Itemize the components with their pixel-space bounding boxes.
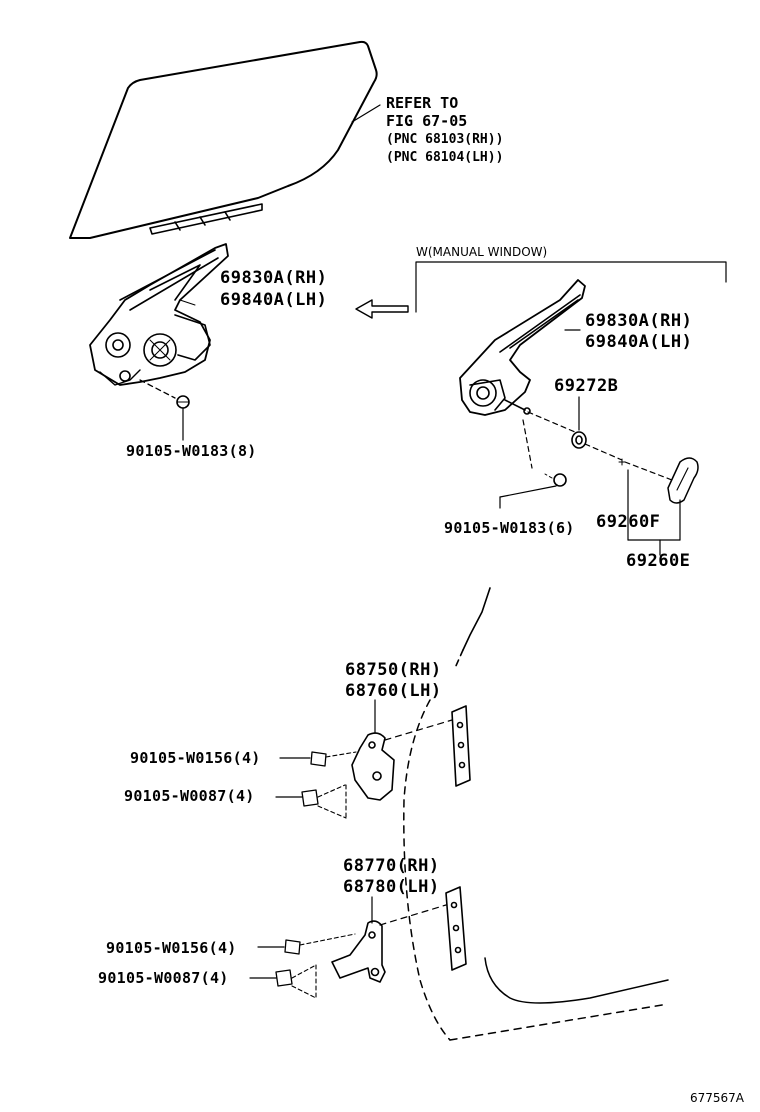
lower-bolt-b-label: 90105-W0087(4) bbox=[98, 969, 229, 987]
lower-bolt-a-label: 90105-W0156(4) bbox=[106, 939, 237, 957]
upper-bolt-b-label: 90105-W0087(4) bbox=[124, 787, 255, 805]
manual-regulator-rh-label: 69830A(RH) bbox=[585, 311, 693, 331]
direction-arrow bbox=[355, 299, 409, 319]
refer-pnc-lh-label: (PNC 68104(LH)) bbox=[386, 150, 504, 165]
lower-door-hinge bbox=[249, 886, 467, 999]
lower-hinge-rh-label: 68770(RH) bbox=[343, 856, 440, 876]
lower-hinge-lh-label: 68780(LH) bbox=[343, 877, 440, 897]
manual-window-bracket bbox=[415, 261, 727, 313]
refer-to-label: REFER TO bbox=[386, 94, 459, 112]
part-69260f-label: 69260F bbox=[596, 512, 661, 532]
upper-door-hinge bbox=[275, 699, 471, 819]
part-69272b-label: 69272B bbox=[554, 376, 619, 396]
door-frame-outline bbox=[403, 587, 669, 1041]
upper-bolt-a-label: 90105-W0156(4) bbox=[130, 749, 261, 767]
manual-bolt-label: 90105-W0183(6) bbox=[444, 519, 575, 537]
refer-pnc-rh-label: (PNC 68103(RH)) bbox=[386, 132, 504, 147]
figure-id: 677567A bbox=[690, 1091, 745, 1105]
power-window-regulator bbox=[89, 243, 229, 441]
upper-hinge-lh-label: 68760(LH) bbox=[345, 681, 442, 701]
power-regulator-rh-label: 69830A(RH) bbox=[220, 268, 328, 288]
upper-hinge-rh-label: 68750(RH) bbox=[345, 660, 442, 680]
part-69260e-label: 69260E bbox=[626, 551, 691, 571]
power-bolt-label: 90105-W0183(8) bbox=[126, 442, 257, 460]
power-regulator-lh-label: 69840A(LH) bbox=[220, 290, 328, 310]
door-glass bbox=[69, 40, 381, 239]
manual-window-note: W(MANUAL WINDOW) bbox=[416, 245, 548, 259]
refer-fig-label: FIG 67-05 bbox=[386, 112, 468, 130]
manual-regulator-lh-label: 69840A(LH) bbox=[585, 332, 693, 352]
manual-window-regulator bbox=[459, 279, 699, 556]
